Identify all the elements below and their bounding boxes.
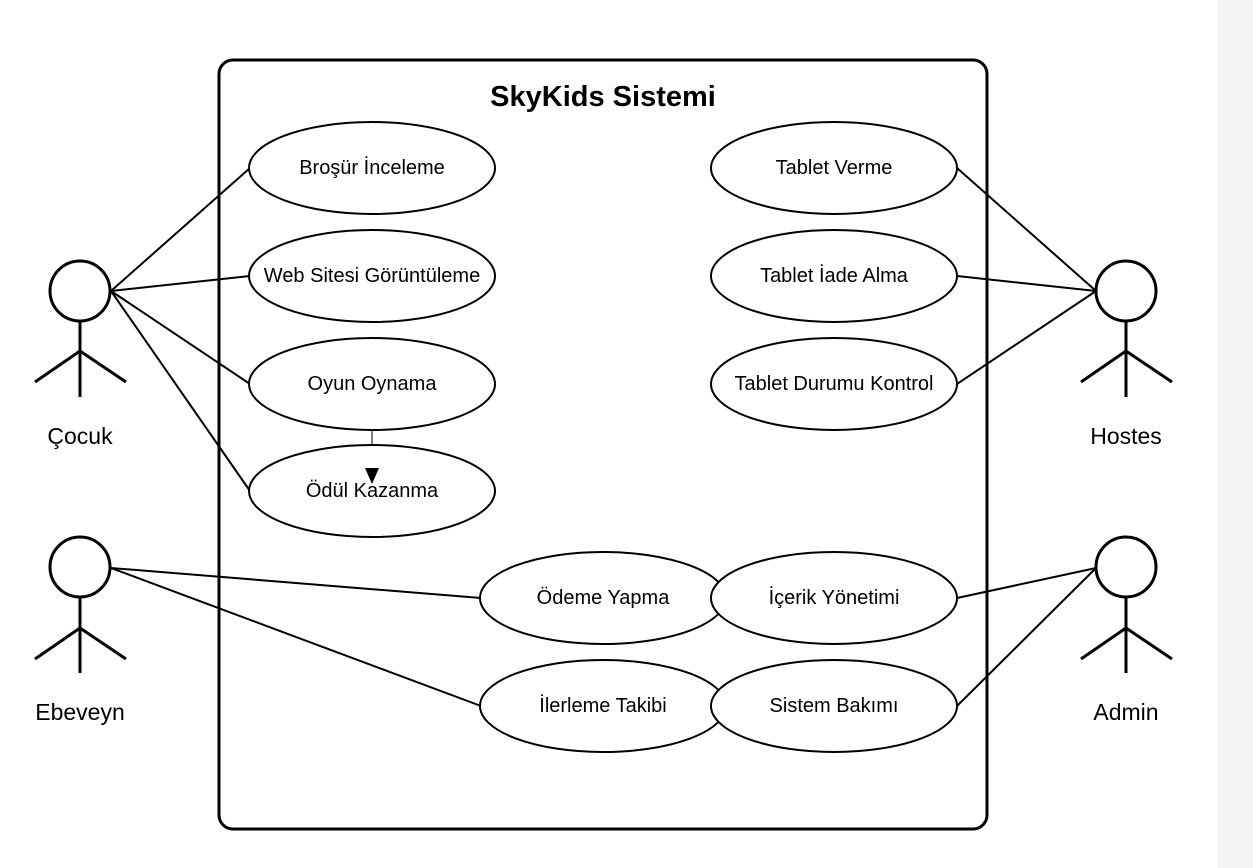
association-ebeveyn-ilerleme	[110, 567, 482, 707]
use-case-tablet-durum-label: Tablet Durumu Kontrol	[735, 373, 934, 395]
association-cocuk-oyun	[110, 290, 251, 385]
use-case-ilerleme: İlerleme Takibi	[479, 659, 727, 753]
actor-ebeveyn-label: Ebeveyn	[35, 699, 125, 725]
association-admin-icerik	[956, 567, 1097, 599]
use-case-bakim-label: Sistem Bakımı	[770, 695, 899, 717]
use-case-brosur-label: Broşür İnceleme	[299, 156, 445, 179]
use-case-tablet-iade-label: Tablet İade Alma	[760, 264, 909, 287]
use-case-bakim: Sistem Bakımı	[710, 659, 958, 753]
use-case-odul: Ödül Kazanma	[248, 444, 496, 538]
actor-ebeveyn	[34, 535, 127, 673]
association-hostes-tablet-iade	[956, 275, 1097, 292]
use-case-brosur: Broşür İnceleme	[248, 121, 496, 215]
association-admin-bakim	[956, 567, 1097, 707]
use-case-tablet-iade: Tablet İade Alma	[710, 229, 958, 323]
use-case-tablet-durum: Tablet Durumu Kontrol	[710, 337, 958, 431]
hostes-associations	[956, 167, 1097, 385]
association-cocuk-brosur	[110, 167, 251, 292]
actor-ebeveyn-head	[48, 535, 112, 599]
actor-admin-head	[1094, 535, 1158, 599]
include-arrowhead	[365, 468, 379, 484]
use-case-diagram: SkyKids Sistemi Broşür İnceleme Web Site…	[34, 58, 1173, 831]
actor-admin	[1080, 535, 1173, 673]
use-case-odeme: Ödeme Yapma	[479, 551, 727, 645]
admin-associations	[956, 567, 1097, 707]
use-case-ilerleme-label: İlerleme Takibi	[539, 694, 666, 717]
actor-cocuk-head	[48, 259, 112, 323]
association-hostes-tablet-verme	[956, 167, 1097, 292]
use-case-oyun-label: Oyun Oynama	[308, 373, 438, 395]
actor-cocuk	[34, 259, 127, 397]
use-case-tablet-verme: Tablet Verme	[710, 121, 958, 215]
cocuk-associations	[110, 167, 251, 492]
use-case-oyun: Oyun Oynama	[248, 337, 496, 431]
association-ebeveyn-odeme	[110, 567, 482, 599]
association-cocuk-odul	[110, 290, 251, 492]
use-case-icerik: İçerik Yönetimi	[710, 551, 958, 645]
actor-hostes-head	[1094, 259, 1158, 323]
use-case-web: Web Sitesi Görüntüleme	[248, 229, 496, 323]
actor-cocuk-label: Çocuk	[47, 423, 113, 449]
actor-hostes-label: Hostes	[1090, 423, 1162, 449]
actor-admin-label: Admin	[1093, 699, 1158, 725]
right-margin-strip	[1218, 0, 1253, 868]
use-case-odeme-label: Ödeme Yapma	[537, 587, 671, 609]
use-case-web-label: Web Sitesi Görüntüleme	[264, 265, 480, 287]
system-title: SkyKids Sistemi	[490, 81, 716, 113]
association-hostes-tablet-durum	[956, 290, 1097, 385]
association-cocuk-web	[110, 275, 251, 292]
use-case-icerik-label: İçerik Yönetimi	[769, 586, 900, 609]
ebeveyn-associations	[110, 567, 482, 707]
use-case-odul-label: Ödül Kazanma	[306, 480, 439, 502]
actor-hostes	[1080, 259, 1173, 397]
use-case-tablet-verme-label: Tablet Verme	[776, 157, 893, 179]
